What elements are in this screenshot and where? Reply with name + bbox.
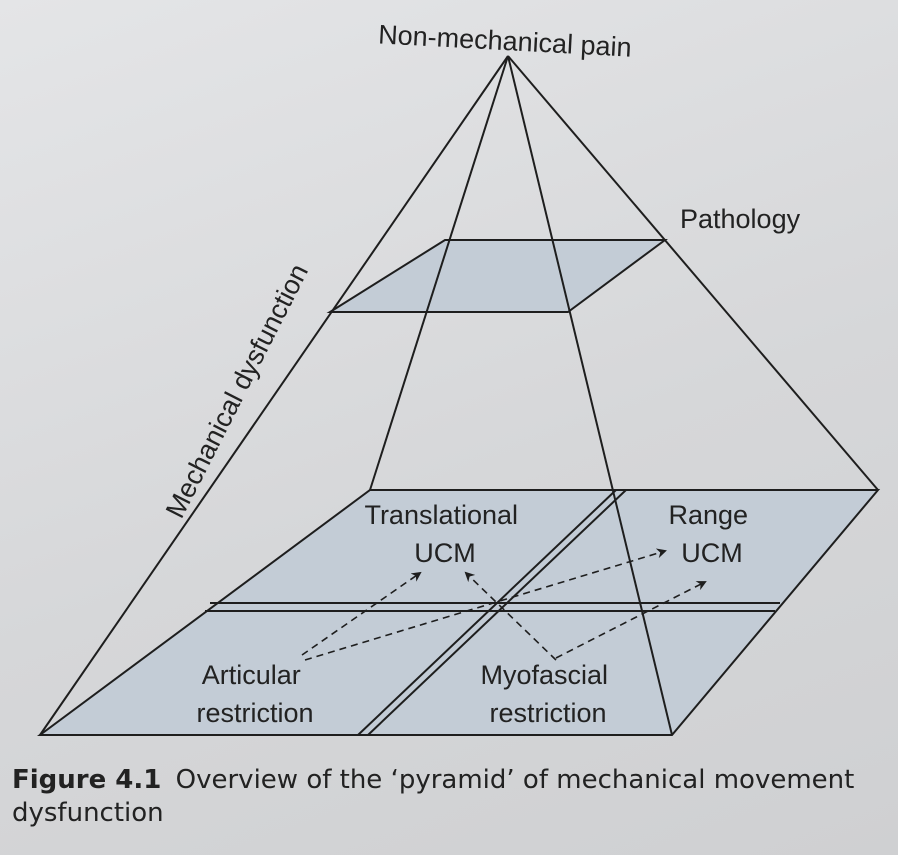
pyramid-diagram: Non-mechanical pain Pathology Mechanical… bbox=[36, 19, 881, 736]
figure-caption: Figure 4.1 Overview of the ‘pyramid’ of … bbox=[12, 764, 882, 830]
translational-line-1: Translational bbox=[364, 500, 518, 530]
edge-back bbox=[369, 55, 509, 491]
figure-caption-text: Overview of the ‘pyramid’ of mechanical … bbox=[12, 765, 855, 828]
quadrant-range-ucm: Range UCM bbox=[668, 500, 755, 568]
divider-diagonal-a bbox=[357, 489, 617, 736]
edge-front bbox=[507, 55, 673, 736]
edge-left bbox=[39, 55, 509, 736]
arrow-myofascial-to-translational bbox=[464, 571, 557, 661]
quadrant-translational-ucm: Translational UCM bbox=[364, 500, 525, 568]
articular-line-1: Articular bbox=[202, 660, 301, 690]
pathology-plane bbox=[326, 239, 669, 313]
arrow-articular-to-range bbox=[304, 548, 667, 661]
translational-line-2: UCM bbox=[414, 538, 476, 568]
label-mechanical-dysfunction: Mechanical dysfunction bbox=[160, 259, 314, 523]
label-non-mechanical-pain: Non-mechanical pain bbox=[378, 19, 633, 62]
pyramid-edges bbox=[39, 55, 879, 736]
label-pathology: Pathology bbox=[680, 204, 801, 234]
myofascial-line-2: restriction bbox=[489, 698, 606, 728]
quadrant-articular-restriction: Articular restriction bbox=[196, 660, 313, 728]
divider-diagonal-b bbox=[367, 489, 627, 736]
range-line-2: UCM bbox=[681, 538, 743, 568]
range-line-1: Range bbox=[668, 500, 748, 530]
dashed-arrows bbox=[301, 548, 707, 661]
myofascial-line-1: Myofascial bbox=[480, 660, 608, 690]
arrow-myofascial-to-range bbox=[555, 581, 707, 659]
edge-right bbox=[507, 55, 879, 491]
quadrant-myofascial-restriction: Myofascial restriction bbox=[480, 660, 615, 728]
figure-number: Figure 4.1 bbox=[12, 765, 162, 795]
articular-line-2: restriction bbox=[196, 698, 313, 728]
